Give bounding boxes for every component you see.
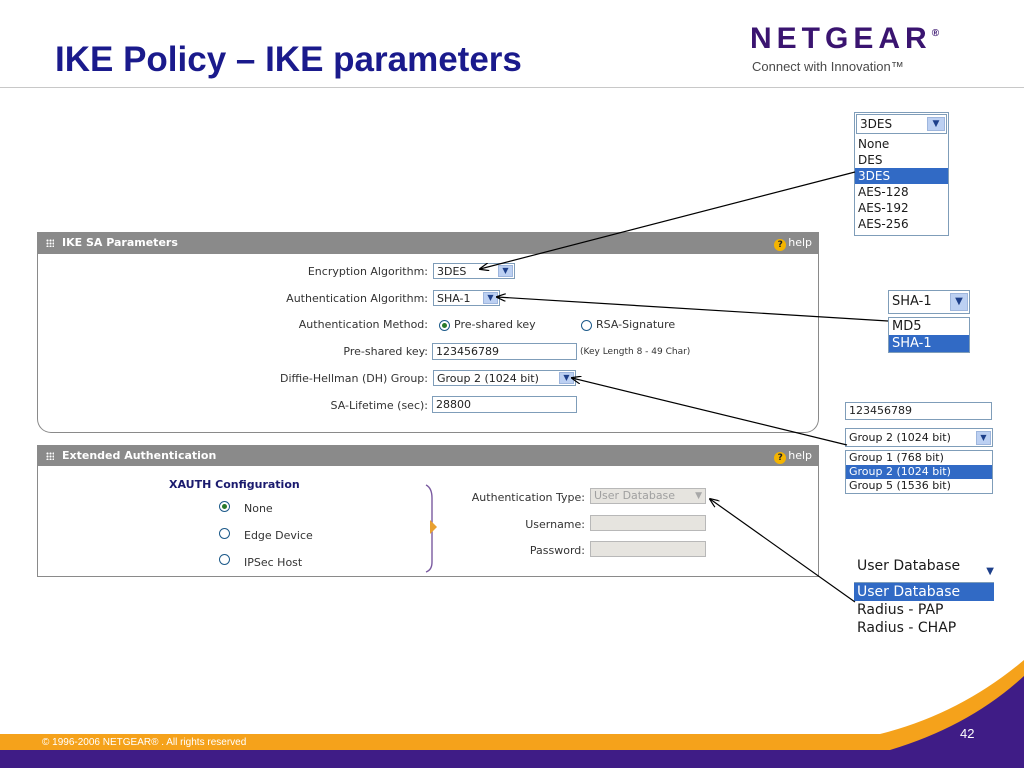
encryption-select[interactable]: 3DES ▼ bbox=[433, 263, 515, 279]
encryption-dropdown-callout: 3DES ▼ None DES 3DES AES-128 AES-192 AES-… bbox=[854, 112, 949, 236]
copyright-text: © 1996-2006 NETGEAR® . All rights reserv… bbox=[42, 737, 247, 748]
dh-group-select[interactable]: Group 2 (1024 bit)▼ bbox=[433, 370, 576, 386]
auth-type-connector bbox=[710, 499, 856, 603]
preshared-option-label: Pre-shared key bbox=[454, 318, 536, 331]
auth-type-option-radius-pap[interactable]: Radius - PAP bbox=[857, 602, 944, 618]
auth-method-label: Authentication Method: bbox=[298, 318, 428, 331]
authentication-dropdown-callout: SHA-1 ▼ MD5 SHA-1 bbox=[888, 290, 970, 353]
footer-swoosh bbox=[880, 660, 1024, 750]
ext-auth-help-link[interactable]: ?help bbox=[774, 449, 812, 464]
username-label: Username: bbox=[525, 518, 585, 531]
help-label: help bbox=[788, 236, 812, 249]
ext-auth-title-text: Extended Authentication bbox=[62, 449, 217, 462]
xauth-none-radio[interactable] bbox=[219, 501, 230, 512]
auth-type-select[interactable]: User Database ▼ bbox=[590, 488, 706, 504]
chevron-down-icon: ▼ bbox=[986, 566, 994, 577]
rsa-option-label: RSA-Signature bbox=[596, 318, 676, 331]
authentication-label: Authentication Algorithm: bbox=[286, 292, 428, 305]
encryption-connector bbox=[480, 171, 856, 269]
chevron-down-icon: ▼ bbox=[976, 431, 991, 445]
auth-type-callout-head[interactable]: User Database ▼ bbox=[854, 555, 994, 579]
encryption-value: 3DES bbox=[437, 265, 467, 278]
dh-group-connector bbox=[572, 378, 848, 446]
xauth-edge-device-label: Edge Device bbox=[244, 529, 313, 542]
encryption-option-aes192[interactable]: AES-192 bbox=[858, 201, 909, 215]
xauth-edge-device-radio[interactable] bbox=[219, 528, 230, 539]
chevron-down-icon: ▼ bbox=[498, 265, 513, 277]
authentication-callout-selected: SHA-1 bbox=[892, 294, 932, 309]
encryption-option-des[interactable]: DES bbox=[858, 153, 883, 167]
authentication-value: SHA-1 bbox=[437, 292, 471, 305]
encryption-option-none[interactable]: None bbox=[858, 137, 890, 151]
xauth-none-label: None bbox=[244, 502, 273, 515]
footer-orange-band bbox=[0, 734, 1024, 750]
encryption-callout-head[interactable]: 3DES ▼ bbox=[856, 114, 947, 134]
authentication-option-md5[interactable]: MD5 bbox=[892, 319, 922, 334]
sa-lifetime-label: SA-Lifetime (sec): bbox=[330, 399, 428, 412]
footer-purple-band bbox=[0, 750, 1024, 768]
chevron-down-icon: ▼ bbox=[927, 117, 945, 131]
xauth-config-title: XAUTH Configuration bbox=[169, 478, 300, 491]
auth-type-label: Authentication Type: bbox=[471, 491, 585, 504]
auth-type-option-radius-chap[interactable]: Radius - CHAP bbox=[857, 620, 957, 636]
sa-lifetime-input[interactable]: 28800 bbox=[432, 396, 577, 413]
ike-sa-title-text: IKE SA Parameters bbox=[62, 236, 178, 249]
dh-group-callout-head[interactable]: Group 2 (1024 bit) ▼ bbox=[845, 428, 993, 447]
encryption-label: Encryption Algorithm: bbox=[307, 265, 428, 278]
help-icon: ? bbox=[774, 239, 787, 251]
encryption-option-aes256[interactable]: AES-256 bbox=[858, 217, 909, 231]
rsa-signature-radio[interactable] bbox=[581, 320, 592, 331]
dh-group-label: Diffie-Hellman (DH) Group: bbox=[280, 372, 428, 385]
authentication-option-sha1[interactable]: SHA-1 bbox=[889, 335, 969, 352]
brand-tagline: Connect with Innovation™ bbox=[752, 59, 904, 74]
password-label: Password: bbox=[529, 544, 585, 557]
auth-type-dropdown-callout: User Database ▼ User Database Radius - PA… bbox=[854, 555, 994, 641]
preshared-key-label: Pre-shared key: bbox=[343, 345, 428, 358]
password-input[interactable] bbox=[590, 541, 706, 557]
key-length-hint: (Key Length 8 - 49 Char) bbox=[580, 347, 691, 357]
username-input[interactable] bbox=[590, 515, 706, 531]
dh-option-group1[interactable]: Group 1 (768 bit) bbox=[849, 451, 944, 464]
grip-icon bbox=[46, 239, 54, 247]
slide-title: IKE Policy – IKE parameters bbox=[55, 40, 522, 79]
dh-option-group5[interactable]: Group 5 (1536 bit) bbox=[849, 479, 951, 492]
authentication-connector bbox=[497, 297, 889, 322]
xauth-ipsec-host-radio[interactable] bbox=[219, 554, 230, 565]
help-label: help bbox=[788, 449, 812, 462]
preshared-radio[interactable] bbox=[439, 320, 450, 331]
netgear-logo: NETGEAR® bbox=[750, 22, 939, 56]
authentication-callout-head[interactable]: SHA-1 ▼ bbox=[888, 290, 970, 314]
auth-type-callout-selected: User Database bbox=[857, 558, 961, 574]
xauth-bracket-divider bbox=[425, 484, 437, 573]
dh-option-group2[interactable]: Group 2 (1024 bit) bbox=[846, 465, 992, 479]
ike-sa-help-link[interactable]: ?help bbox=[774, 236, 812, 251]
auth-type-value: User Database bbox=[594, 489, 676, 502]
ike-sa-panel-body bbox=[37, 254, 819, 433]
title-divider bbox=[0, 87, 1024, 88]
auth-type-option-user-database[interactable]: User Database bbox=[854, 583, 994, 601]
registered-mark: ® bbox=[931, 28, 940, 39]
dh-group-callout-selected: Group 2 (1024 bit) bbox=[849, 431, 951, 444]
ext-auth-panel-title: Extended Authentication bbox=[46, 449, 216, 462]
xauth-ipsec-host-label: IPSec Host bbox=[244, 556, 303, 569]
chevron-down-icon: ▼ bbox=[695, 491, 702, 501]
ike-sa-panel-title: IKE SA Parameters bbox=[46, 236, 178, 249]
encryption-callout-selected: 3DES bbox=[860, 117, 893, 131]
preshared-key-input[interactable]: 123456789 bbox=[432, 343, 577, 360]
brand-name: NETGEAR bbox=[750, 22, 932, 55]
ext-auth-panel-header: Extended Authentication ?help bbox=[37, 445, 819, 467]
preshared-key-callout-input[interactable]: 123456789 bbox=[845, 402, 992, 420]
chevron-down-icon: ▼ bbox=[950, 293, 968, 311]
encryption-option-aes128[interactable]: AES-128 bbox=[858, 185, 909, 199]
page-number: 42 bbox=[960, 726, 975, 741]
dh-group-dropdown-callout: Group 2 (1024 bit) ▼ Group 1 (768 bit) Gr… bbox=[845, 428, 993, 494]
grip-icon bbox=[46, 452, 54, 460]
encryption-option-3des[interactable]: 3DES bbox=[855, 168, 948, 184]
dh-group-value: Group 2 (1024 bit) bbox=[437, 372, 539, 385]
help-icon: ? bbox=[774, 452, 787, 464]
ike-sa-panel-header: IKE SA Parameters ?help bbox=[37, 232, 819, 254]
